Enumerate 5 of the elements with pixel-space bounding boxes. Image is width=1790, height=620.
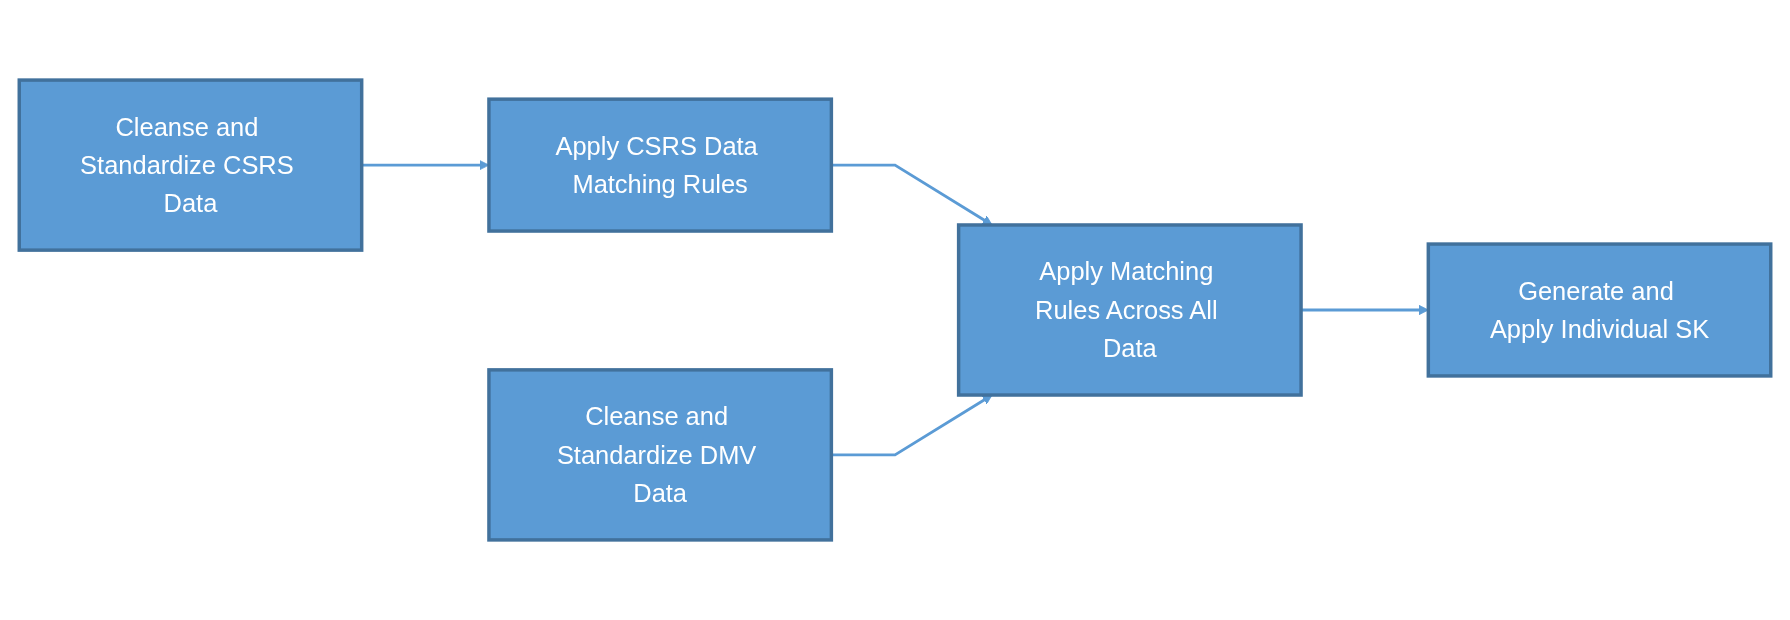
node-box: Generate and Apply Individual SK xyxy=(1426,242,1773,378)
node-box: Cleanse and Standardize CSRS Data xyxy=(17,78,364,252)
node-box: Apply Matching Rules Across All Data xyxy=(956,223,1303,397)
node-box: Cleanse and Standardize DMV Data xyxy=(487,368,834,542)
node-box: Apply CSRS Data Matching Rules xyxy=(487,97,834,233)
